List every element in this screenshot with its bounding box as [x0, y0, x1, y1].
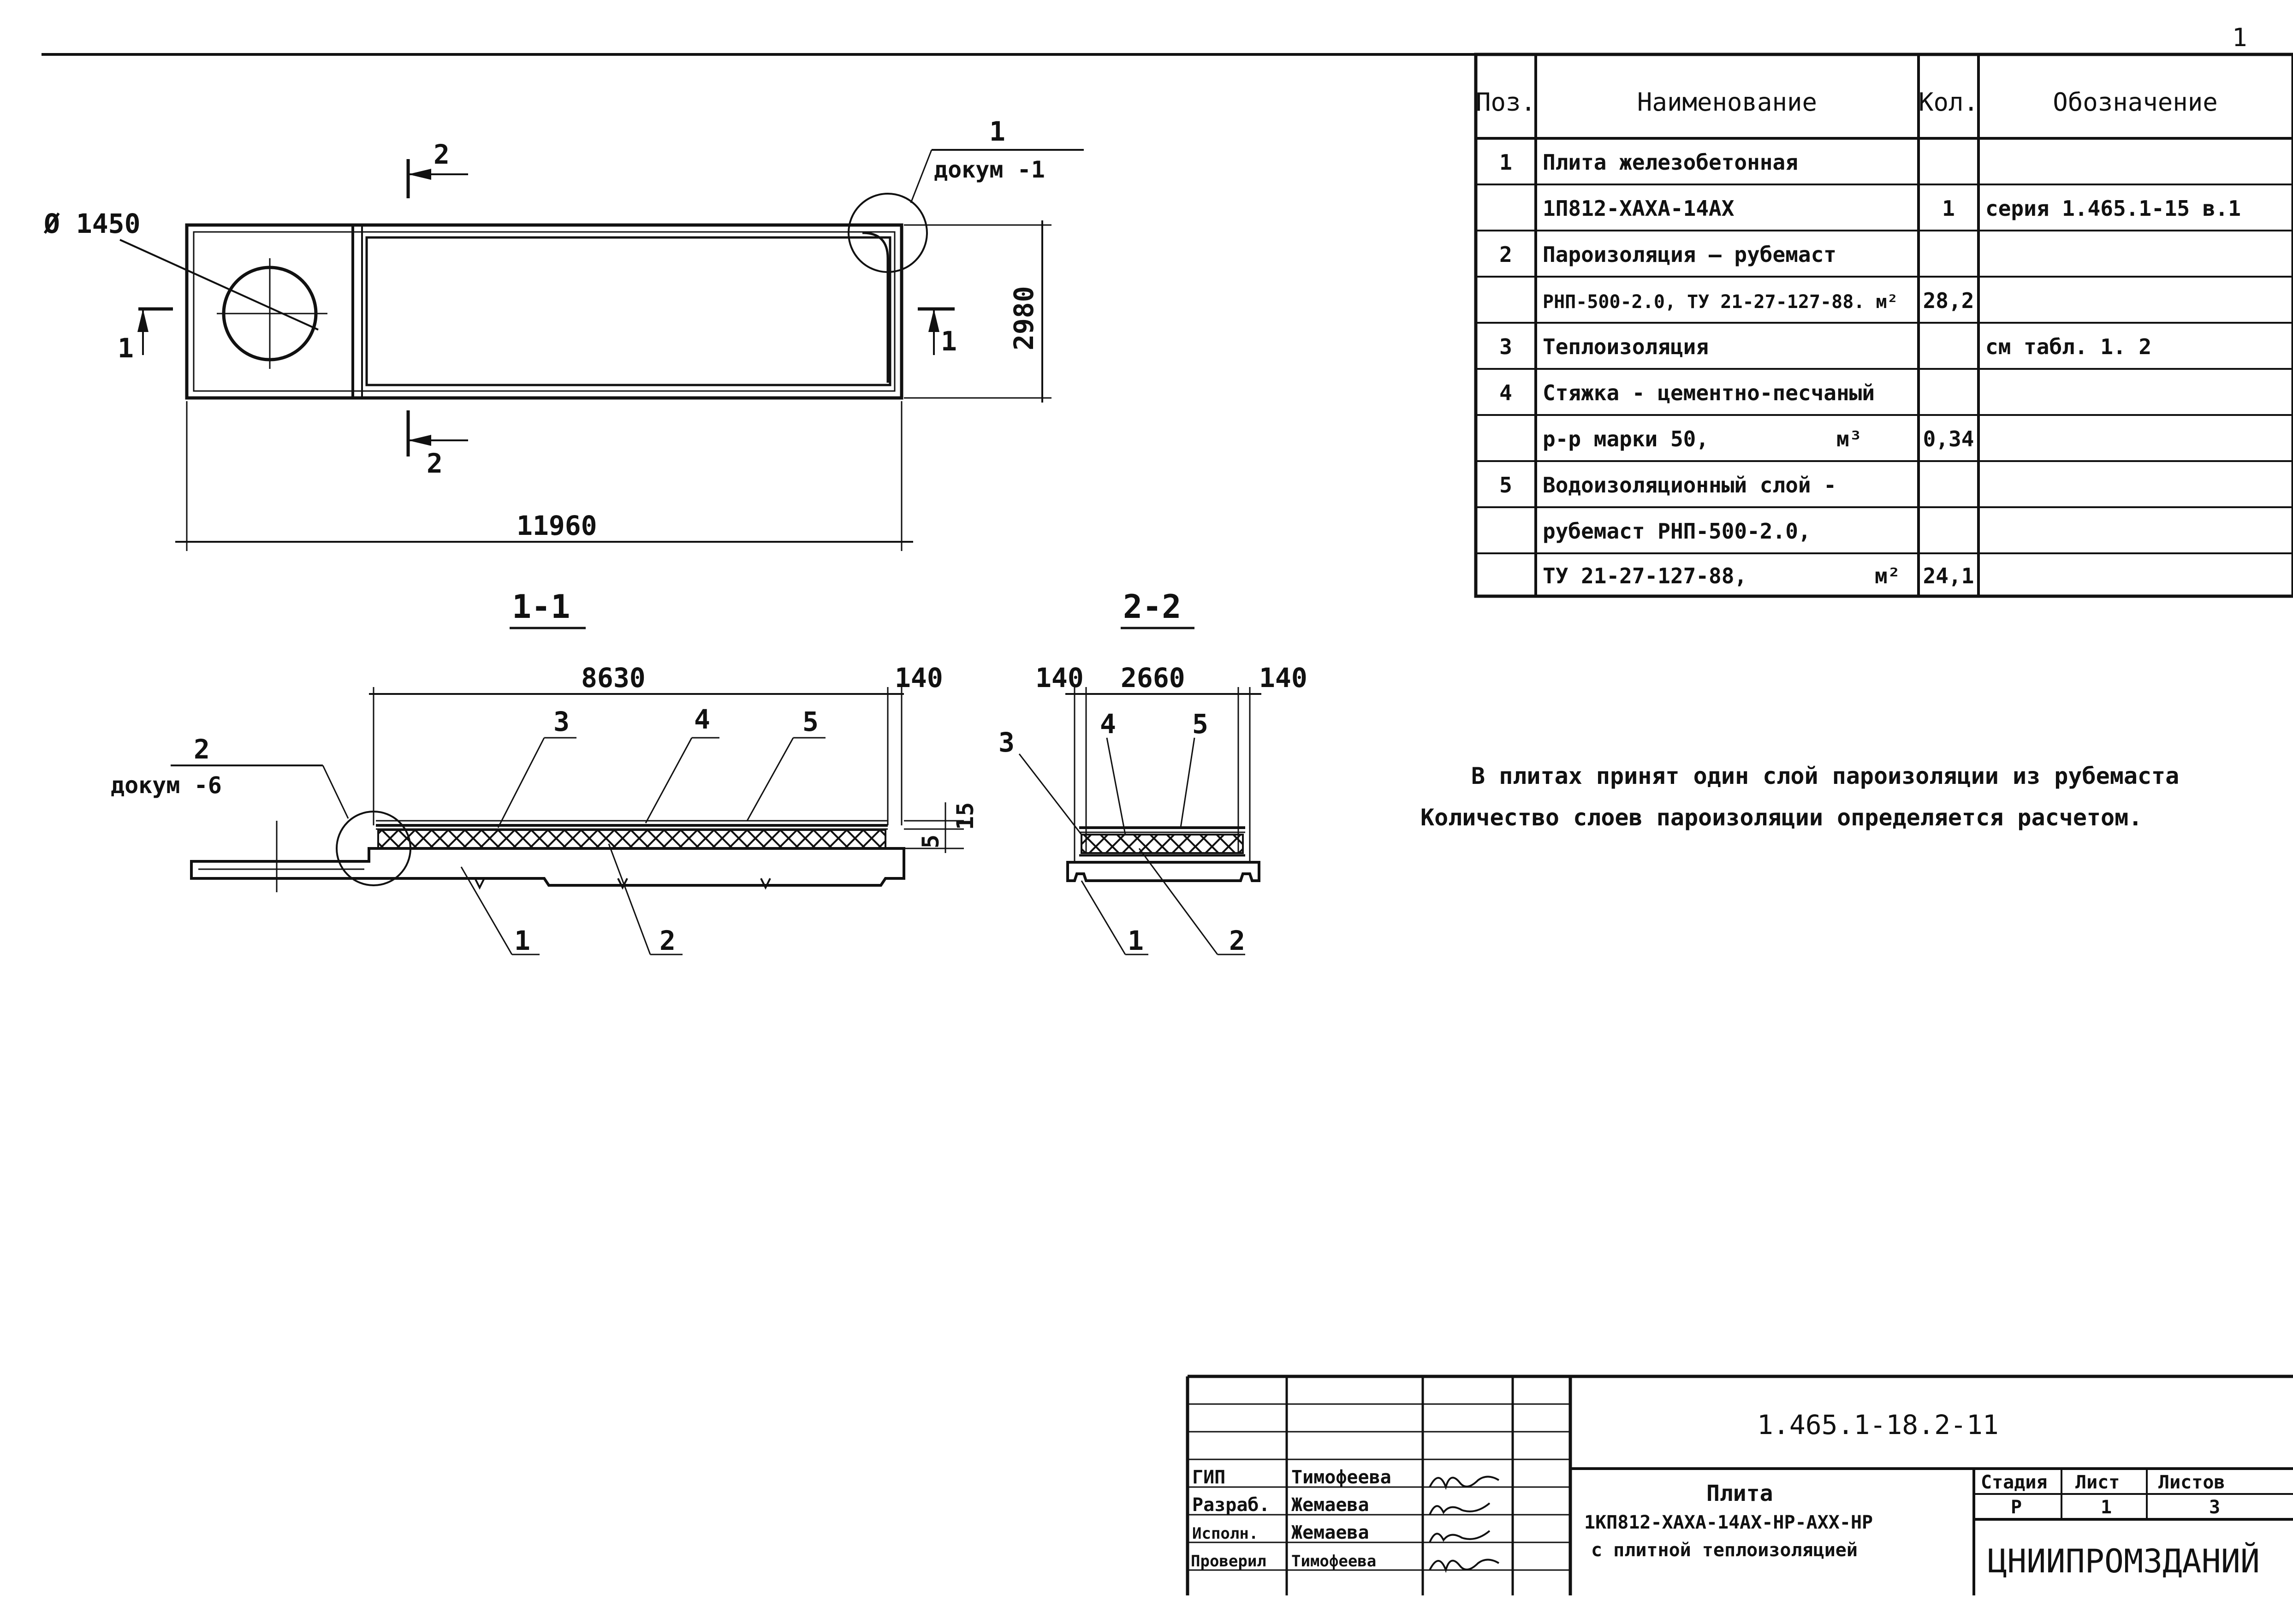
- cell-name: р-р марки 50, м³: [1543, 427, 1862, 451]
- cell-name: ТУ 21-27-127-88, м²: [1543, 563, 1900, 588]
- cut-label-left: 1: [118, 332, 134, 364]
- signature: [1429, 1502, 1491, 1515]
- stage-value: Р: [2011, 1497, 2022, 1518]
- note-line-1: В плитах принят один слой пароизоляции и…: [1471, 763, 2179, 789]
- label-4-2-2: 4: [1100, 708, 1116, 740]
- cell-qty: 1: [1942, 196, 1955, 221]
- col-header-designation: Обозначение: [2053, 88, 2218, 117]
- person-name: Тимофеева: [1291, 1467, 1391, 1488]
- ref-doc: докум -1: [934, 156, 1045, 183]
- signature: [1429, 1530, 1491, 1543]
- dim-1-1-end: 140: [895, 662, 943, 693]
- section-title-1-1: 1-1: [512, 588, 570, 626]
- cell-name: Стяжка - цементно-песчаный: [1543, 380, 1875, 405]
- col-header-qty: Кол.: [1919, 88, 1978, 117]
- dim-2-2-main: 2660: [1121, 662, 1185, 693]
- dim-15: 15: [952, 802, 979, 830]
- label-5-2-2: 5: [1192, 708, 1208, 740]
- cell-pos: 2: [1499, 242, 1512, 267]
- callout-doc: докум -6: [111, 772, 222, 799]
- plan-view: Ø 1450 2980 11960 1 докум -1 2 2 1: [43, 116, 1084, 551]
- title-block: 1.465.1-18.2-11 Плита 1КП812-ХАХА-14АХ-Н…: [1186, 1375, 2293, 1595]
- person-name: Тимофеева: [1291, 1552, 1376, 1571]
- role: ГИП: [1192, 1467, 1225, 1488]
- cell-pos: 4: [1499, 380, 1512, 405]
- label-3-2-2: 3: [998, 727, 1015, 758]
- diameter-label: Ø 1450: [43, 208, 141, 239]
- cut-label-top: 2: [434, 139, 450, 170]
- signature: [1429, 1559, 1500, 1573]
- note-line-2: Количество слоев пароизоляции определяет…: [1420, 804, 2142, 831]
- cell-name: Теплоизоляция: [1543, 334, 1709, 359]
- stage-header: Стадия: [1981, 1472, 2048, 1493]
- cell-qty: 0,34: [1923, 427, 1974, 451]
- label-5: 5: [802, 706, 819, 737]
- person-name: Жемаева: [1291, 1494, 1369, 1516]
- cell-qty: 24,1: [1923, 563, 1974, 588]
- height-dimension: 2980: [1008, 286, 1040, 350]
- label-1: 1: [514, 925, 530, 956]
- title-line-3: с плитной теплоизоляцией: [1591, 1540, 1858, 1561]
- section-2-2: 2-2 140 2660 140 3 4 5 1 2: [998, 588, 1307, 956]
- ref-number: 1: [989, 116, 1005, 147]
- label-1-2-2: 1: [1128, 925, 1144, 956]
- label-2-2-2: 2: [1229, 925, 1245, 956]
- sheet-value: 1: [2101, 1497, 2112, 1518]
- cell-name: Пароизоляция — рубемаст: [1543, 242, 1836, 267]
- person-name: Жемаева: [1291, 1522, 1369, 1543]
- cell-name: РНП-500-2.0, ТУ 21-27-127-88. м²: [1543, 291, 1898, 313]
- corner-mark: 1: [2232, 23, 2247, 52]
- drawing-code: 1.465.1-18.2-11: [1757, 1409, 1999, 1440]
- sheets-header: Листов: [2158, 1472, 2225, 1493]
- cell-pos: 5: [1499, 473, 1512, 498]
- col-header-name: Наименование: [1637, 88, 1817, 117]
- dim-2-2-left: 140: [1035, 662, 1084, 693]
- role: Исполн.: [1192, 1524, 1258, 1543]
- role: Проверил: [1191, 1552, 1266, 1571]
- role: Разраб.: [1192, 1494, 1270, 1516]
- dim-1-1-main: 8630: [581, 662, 646, 693]
- cell-designation: см табл. 1. 2: [1985, 334, 2151, 359]
- col-header-pos: Поз.: [1476, 88, 1536, 117]
- insulation-layer: [377, 829, 886, 849]
- cell-name: Водоизоляционный слой -: [1543, 473, 1836, 498]
- signature: [1429, 1476, 1500, 1490]
- cut-label-bottom: 2: [427, 448, 443, 479]
- cell-name: Плита железобетонная: [1543, 150, 1798, 175]
- dim-2-2-right: 140: [1259, 662, 1307, 693]
- sheets-value: 3: [2209, 1497, 2220, 1518]
- notes: В плитах принят один слой пароизоляции и…: [1420, 763, 2179, 831]
- top-border: 1: [42, 23, 2293, 56]
- spec-table: Поз. Наименование Кол. Обозначение 1 Пли…: [1474, 53, 2293, 598]
- cut-label-right: 1: [941, 326, 957, 357]
- label-4: 4: [694, 704, 710, 735]
- cell-pos: 1: [1499, 150, 1512, 175]
- organization: ЦНИИПРОМЗДАНИЙ: [1988, 1542, 2260, 1580]
- sheet-header: Лист: [2075, 1472, 2120, 1493]
- section-1-1: 1-1 8630 140 2 докум -6 3 4: [111, 588, 979, 956]
- cell-name: 1П812-ХАХА-14АХ: [1543, 196, 1735, 221]
- cell-name: рубемаст РНП-500-2.0,: [1543, 519, 1811, 544]
- cell-pos: 3: [1499, 334, 1512, 359]
- title-line-1: Плита: [1706, 1481, 1773, 1506]
- label-2: 2: [659, 925, 676, 956]
- insulation-layer-2-2: [1081, 834, 1244, 854]
- cell-designation: серия 1.465.1-15 в.1: [1985, 196, 2241, 221]
- width-dimension: 11960: [517, 510, 597, 541]
- label-3: 3: [553, 706, 570, 737]
- callout-ref: 2: [194, 734, 210, 765]
- section-title-2-2: 2-2: [1123, 588, 1181, 626]
- title-line-2: 1КП812-ХАХА-14АХ-НР-АХХ-НР: [1584, 1512, 1873, 1533]
- cell-qty: 28,2: [1923, 288, 1974, 313]
- dim-5: 5: [917, 835, 944, 848]
